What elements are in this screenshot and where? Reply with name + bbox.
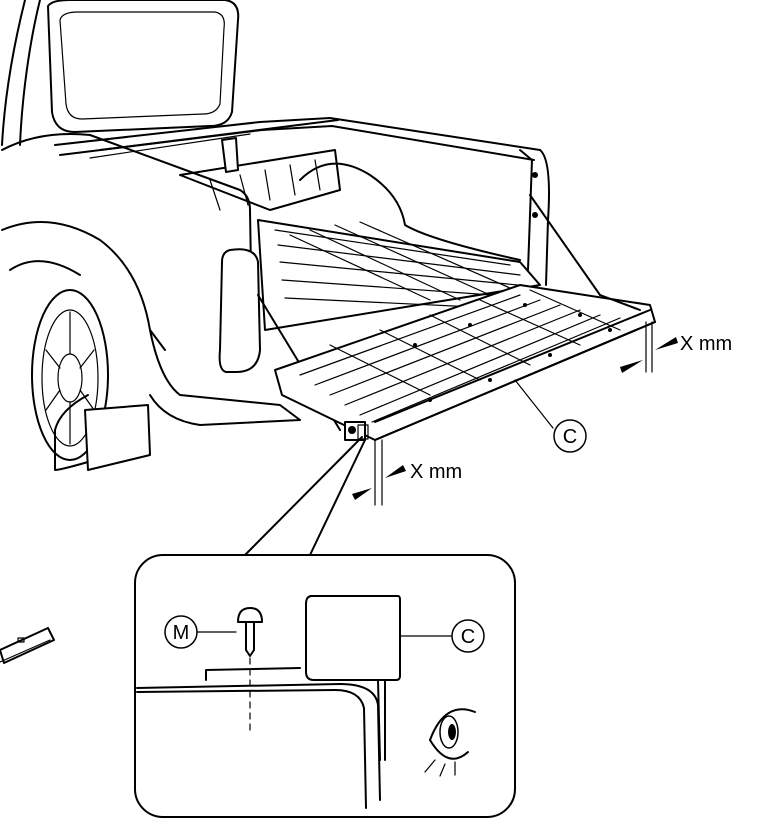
truck-bed-side — [1, 133, 261, 373]
tailgate — [274, 284, 656, 441]
zoom-leaders — [244, 436, 366, 556]
tailgate-callout-letter: C — [563, 426, 577, 448]
truck-cab — [1, 0, 240, 146]
bed-rails — [54, 117, 601, 431]
mudflap — [84, 404, 151, 471]
tailgate-hinge — [344, 421, 369, 441]
detail-tailgate-callout-circle — [451, 619, 485, 653]
detail-inset — [134, 554, 516, 818]
bed-floor — [257, 219, 541, 331]
detail-pin-callout-circle — [164, 615, 198, 649]
bed-front-wall — [179, 137, 341, 211]
rear-bumper — [149, 329, 301, 426]
gap-label-right: X mm — [680, 333, 732, 355]
wheel-well-hump — [299, 162, 521, 261]
rear-wheel — [31, 289, 109, 471]
eye-icon — [424, 708, 476, 777]
gap-measurement-left — [352, 439, 406, 506]
detail-tailgate-callout-letter: C — [461, 626, 475, 648]
tailgate-callout-circle — [553, 419, 587, 453]
detail-pin-callout-letter: M — [173, 622, 190, 644]
gap-measurement-right — [620, 321, 678, 373]
gap-label-left: X mm — [410, 461, 462, 483]
tailgate-leader — [514, 379, 554, 429]
loose-rail-part — [0, 627, 55, 664]
